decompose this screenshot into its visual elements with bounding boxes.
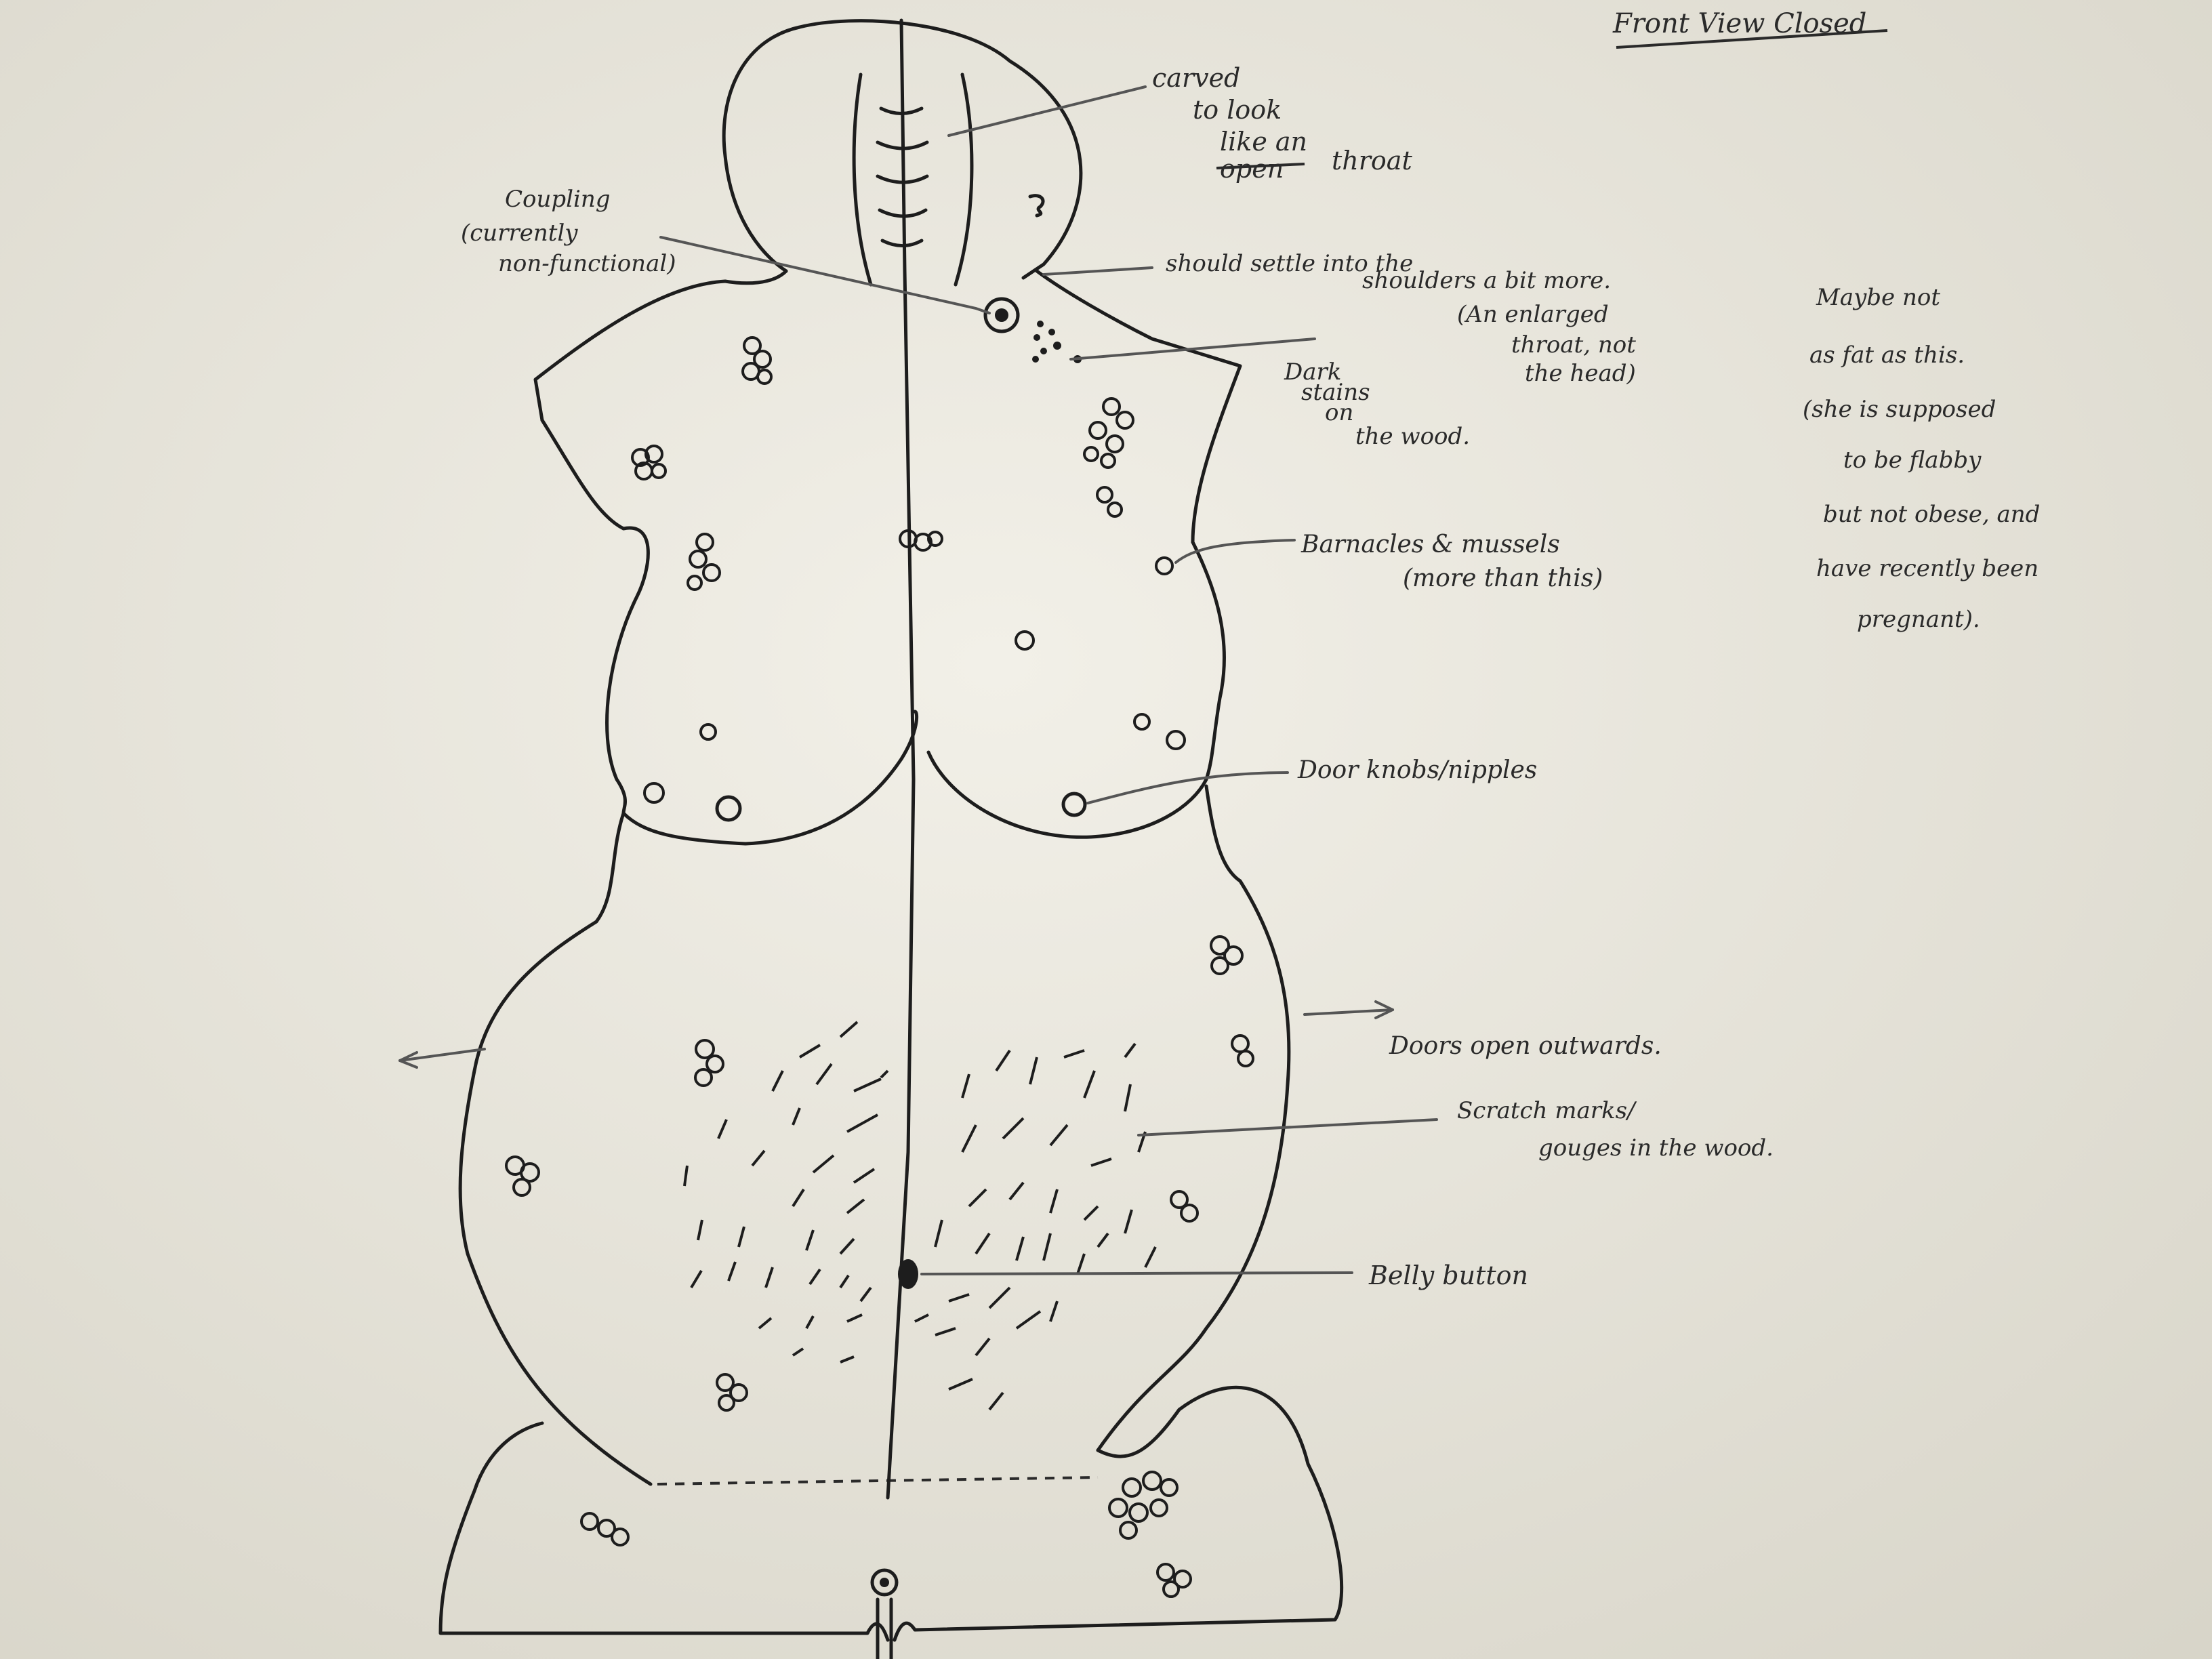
svg-text:to be flabby: to be flabby <box>1843 447 1982 474</box>
barnacle-cluster <box>580 1512 630 1547</box>
svg-text:but not obese, and: but not obese, and <box>1823 501 2040 528</box>
svg-text:Scratch marks/: Scratch marks/ <box>1457 1097 1637 1124</box>
belly-button <box>898 1259 918 1289</box>
svg-text:Maybe not: Maybe not <box>1816 284 1940 311</box>
doors-open-label: Doors open outwards. <box>1389 1032 1662 1060</box>
barnacle-cluster <box>631 445 667 480</box>
svg-text:Barnacles & mussels: Barnacles & mussels <box>1300 531 1560 558</box>
right-shoulder-outline <box>1035 269 1242 544</box>
settle-note: should settle into the shoulders a bit m… <box>1166 250 1636 387</box>
svg-text:pregnant).: pregnant). <box>1857 606 1980 633</box>
barnacle-cluster <box>1156 1563 1192 1598</box>
svg-text:shoulders a bit more.: shoulders a bit more. <box>1362 267 1611 294</box>
barnacle-cluster <box>1083 397 1134 469</box>
svg-text:as fat as this.: as fat as this. <box>1809 342 1965 369</box>
svg-text:like an: like an <box>1220 127 1307 157</box>
right-belly-outline <box>1096 784 1291 1452</box>
right-hip-outline <box>893 1385 1344 1642</box>
svg-text:gouges in the wood.: gouges in the wood. <box>1538 1134 1774 1162</box>
svg-text:have recently been: have recently been <box>1816 555 2039 582</box>
bottom-coupling-ring <box>870 1568 899 1597</box>
scratch-note: Scratch marks/ gouges in the wood. <box>1457 1097 1774 1162</box>
scratch-marks <box>683 1021 1157 1411</box>
bottom-rod <box>876 1597 893 1659</box>
svg-text:the head): the head) <box>1525 360 1636 387</box>
door-bottom-dashed-line <box>657 1476 1099 1486</box>
svg-text:the wood.: the wood. <box>1355 423 1470 450</box>
svg-text:(An enlarged: (An enlarged <box>1457 301 1609 328</box>
svg-text:throat: throat <box>1332 146 1412 176</box>
coupling-note: Coupling (currently non-functional) <box>461 186 676 277</box>
svg-text:carved: carved <box>1152 63 1240 93</box>
dark-stains <box>1032 321 1082 363</box>
maybe-note: Maybe not as fat as this. (she is suppos… <box>1803 284 2040 633</box>
strikethrough <box>1216 163 1305 169</box>
barnacles-note: Barnacles & mussels (more than this) <box>1300 531 1603 592</box>
svg-text:(currently: (currently <box>461 220 578 247</box>
stains-note: Dark stains on the wood. <box>1284 359 1470 450</box>
right-side-outline <box>1191 540 1226 781</box>
barnacle-cluster <box>687 533 721 591</box>
neck-coupling <box>983 297 1020 333</box>
left-door-knob[interactable] <box>715 795 742 822</box>
left-belly-outline <box>458 811 653 1486</box>
barnacle-cluster <box>505 1155 540 1197</box>
carved-note: carved to look like an open throat <box>1152 63 1412 184</box>
leader-lines <box>659 85 1438 1275</box>
doors-open-arrows <box>398 1000 1394 1069</box>
barnacle-cluster <box>1231 1034 1254 1067</box>
svg-text:(she is supposed: (she is supposed <box>1803 396 1996 423</box>
barnacle-cluster <box>694 1039 724 1087</box>
neck-outline <box>533 269 788 422</box>
svg-text:to look: to look <box>1193 95 1282 125</box>
barnacle-cluster <box>899 529 943 552</box>
barnacle-cluster <box>1096 486 1123 518</box>
barnacle-cluster <box>741 336 773 385</box>
belly-button-label: Belly button <box>1368 1261 1528 1290</box>
svg-text:(more than this): (more than this) <box>1403 565 1603 592</box>
svg-text:should settle into the: should settle into the <box>1166 250 1413 277</box>
barnacle-cluster <box>1210 935 1244 975</box>
svg-text:Dark: Dark <box>1284 359 1341 386</box>
svg-text:on: on <box>1325 399 1353 426</box>
throat-carving <box>852 73 1045 287</box>
svg-text:throat, not: throat, not <box>1511 331 1636 359</box>
left-hip-outline <box>438 1421 890 1642</box>
bottom-coupling-dot <box>880 1578 889 1587</box>
svg-text:stains: stains <box>1301 379 1370 406</box>
left-side-outline <box>540 418 650 815</box>
barnacle-cluster <box>716 1373 748 1412</box>
barnacle-clusters <box>505 336 1254 1598</box>
right-breast-outline <box>926 750 1208 839</box>
head-outline <box>722 19 1083 280</box>
barnacle-cluster <box>1108 1471 1179 1540</box>
door-knobs-label: Door knobs/nipples <box>1297 756 1537 784</box>
svg-text:non-functional): non-functional) <box>498 250 676 277</box>
svg-text:Coupling: Coupling <box>505 186 611 213</box>
right-door-knob[interactable] <box>1061 792 1087 817</box>
title-underline <box>1616 29 1888 49</box>
barnacle-cluster <box>1170 1190 1199 1223</box>
